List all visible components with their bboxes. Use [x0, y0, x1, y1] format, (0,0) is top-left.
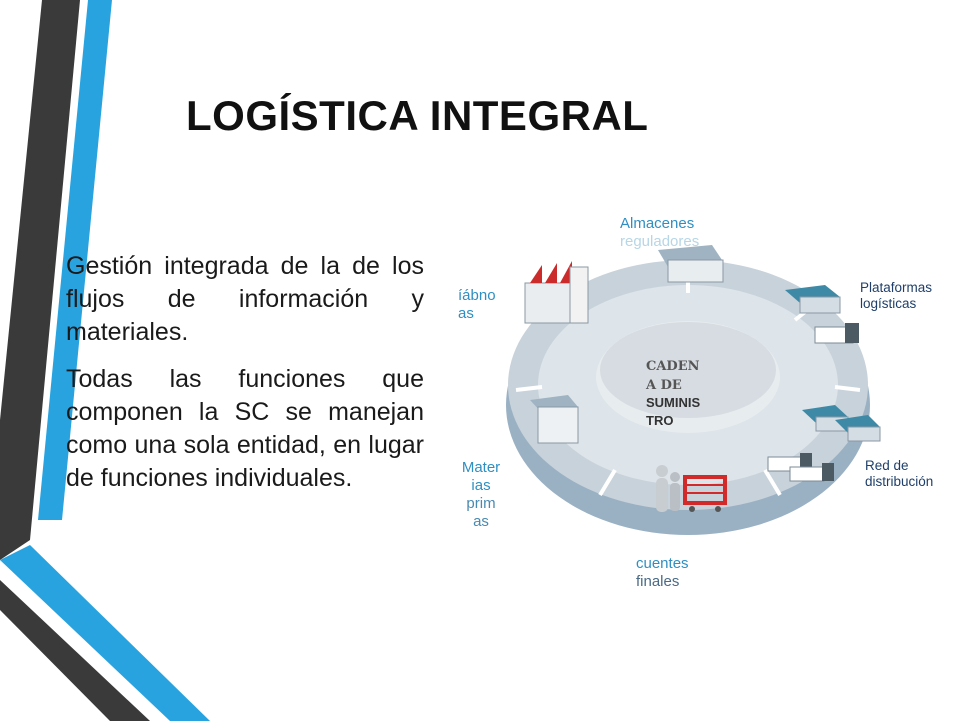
supply-chain-diagram: Almacenes reguladores Plataformas logíst… — [450, 205, 950, 605]
center-line1: CADEN — [646, 359, 700, 374]
label-almacenes-line2: reguladores — [620, 233, 700, 250]
label-materias-line2: ias — [471, 477, 491, 494]
center-line2: A DE — [646, 377, 682, 393]
label-red-line1: Red de — [865, 458, 909, 473]
factory-icon — [524, 261, 589, 324]
label-materias: Mater ias prim as — [456, 459, 506, 531]
top-dark-stripe — [0, 0, 80, 560]
label-plataformas-line2: logísticas — [860, 296, 917, 312]
label-red-distribucion: Red de distribución — [865, 458, 933, 490]
label-fabricas-line1: íábno — [458, 287, 496, 304]
label-materias-line3: prim — [466, 495, 496, 512]
paragraph-2: Todas las funciones que componen la SC s… — [66, 365, 424, 492]
center-line3: SUMINIS — [646, 395, 701, 411]
ring-graphic — [506, 245, 881, 535]
body-text: Gestión integrada de la de los flujos de… — [66, 250, 424, 509]
label-materias-line1: Mater — [461, 459, 501, 476]
ring-center — [600, 322, 776, 418]
bottom-blue-stripe — [0, 545, 210, 721]
top-blue-stripe — [38, 0, 112, 520]
center-line4: TRO — [646, 412, 674, 428]
label-materias-line4: as — [473, 513, 489, 530]
paragraph-1: Gestión integrada de la de los flujos de… — [66, 252, 424, 346]
label-clientes-line2: finales — [636, 573, 680, 590]
logistics-platform-icon — [785, 285, 859, 344]
label-red-line2: distribución — [865, 474, 934, 490]
label-almacenes-line1: Almacenes — [620, 215, 695, 232]
bottom-dark-stripe — [0, 580, 150, 721]
label-fabricas: íábno as — [458, 287, 496, 323]
label-plataformas-line1: Plataformas — [860, 280, 933, 295]
slide-title: LOGÍSTICA INTEGRAL — [186, 92, 649, 139]
label-plataformas: Plataformas logísticas — [860, 280, 932, 312]
distribution-network-icon — [767, 405, 881, 482]
raw-materials-icon — [530, 395, 579, 444]
label-fabricas-line2: as — [458, 305, 474, 322]
label-clientes: cuentes finales — [636, 555, 689, 591]
center-label: CADEN A DE SUMINIS TRO — [646, 357, 736, 429]
customers-icon — [656, 465, 727, 512]
label-clientes-line1: cuentes — [636, 555, 689, 572]
warehouse-icon — [658, 245, 724, 283]
label-almacenes: Almacenes reguladores — [620, 215, 699, 251]
